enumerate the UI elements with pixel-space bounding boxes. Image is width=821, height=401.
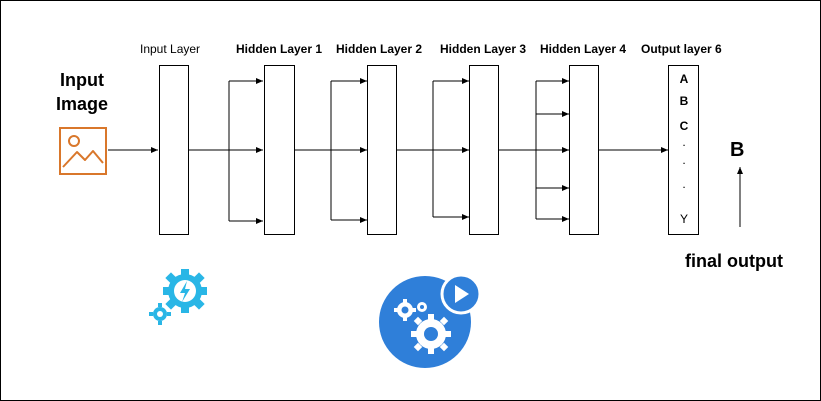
- output-label-dot-3: .: [682, 177, 686, 191]
- hidden-layer-3-box: [469, 65, 499, 235]
- output-label-c: C: [679, 119, 689, 133]
- output-label-a: A: [679, 72, 689, 86]
- output-label-dot-2: .: [682, 153, 686, 167]
- lightning-gears-icon: [149, 269, 207, 325]
- final-output-caption: final output: [685, 251, 783, 271]
- image-icon: [59, 127, 107, 175]
- output-label-b: B: [679, 94, 689, 108]
- input-label-line-1: Input: [60, 70, 104, 90]
- layer-title-hidden-4: Hidden Layer 4: [540, 42, 627, 56]
- input-image-label: Input Image: [47, 68, 117, 116]
- layer-title-hidden-3: Hidden Layer 3: [440, 42, 527, 56]
- hidden-layer-4-box: [569, 65, 599, 235]
- final-output-letter: B: [730, 139, 745, 161]
- hidden-layer-1-box: [264, 65, 295, 235]
- hidden-layer-2-box: [367, 65, 397, 235]
- output-label-dot-1: .: [682, 135, 686, 149]
- input-label-line-2: Image: [55, 94, 109, 114]
- output-label-y: Y: [679, 212, 688, 226]
- layer-title-output: Output layer 6: [641, 42, 722, 56]
- gears-play-icon: [379, 273, 481, 368]
- layer-title-hidden-2: Hidden Layer 2: [336, 42, 423, 56]
- input-layer-box: [159, 65, 189, 235]
- layer-title-hidden-1: Hidden Layer 1: [236, 42, 323, 56]
- output-layer-box: [668, 65, 699, 235]
- layer-title-input: Input Layer: [140, 42, 201, 56]
